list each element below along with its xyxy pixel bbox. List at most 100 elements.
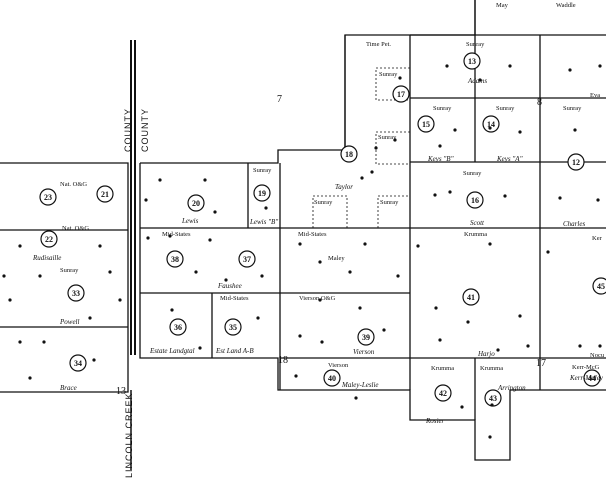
well-dot-icon: [433, 193, 437, 197]
lease-circle: [583, 369, 601, 387]
lease-number: 39: [362, 333, 370, 342]
well-dot-icon: [198, 346, 202, 350]
lease-number: 13: [468, 57, 476, 66]
well-dot-icon: [146, 236, 150, 240]
operator-label: Sunray: [496, 105, 515, 112]
well-dot-icon: [318, 298, 322, 302]
well-dot-icon: [88, 316, 92, 320]
operator-label: Krumma: [431, 365, 454, 372]
operator-label: Mid-States: [162, 231, 191, 238]
well-dot-icon: [194, 270, 198, 274]
operator-labels: Time Pet. Sunray Sunray Sunray Sunray Su…: [60, 2, 605, 372]
lease-number: 41: [467, 293, 475, 302]
operator-label: Sunray: [60, 267, 79, 274]
well-dot-icon: [98, 244, 102, 248]
lease-number: 40: [328, 374, 336, 383]
lease-number: 42: [439, 389, 447, 398]
operator-label: Mid-States: [298, 231, 327, 238]
operator-label: Waddle: [556, 2, 576, 9]
lease-number: 36: [174, 323, 182, 332]
lease-circle: [340, 145, 358, 163]
lease-number: 23: [44, 193, 52, 202]
well-dot-icon: [170, 308, 174, 312]
lease-circle: [434, 384, 452, 402]
lease-name: Rudisaille: [32, 254, 61, 262]
well-dot-icon: [490, 403, 494, 407]
lease-number: 16: [471, 196, 479, 205]
well-dot-icon: [396, 274, 400, 278]
well-dot-icon: [354, 396, 358, 400]
lease-name: Harjo: [477, 350, 495, 358]
well-dot-icon: [598, 64, 602, 68]
well-dot-icon: [298, 242, 302, 246]
well-dot-icon: [374, 146, 378, 150]
lease-circle: [567, 153, 585, 171]
well-dot-icon: [2, 274, 6, 278]
well-dot-icon: [264, 206, 268, 210]
section-number-7: 7: [277, 94, 282, 105]
operator-label: Vierson: [328, 362, 349, 369]
lease-circle: [40, 230, 58, 248]
central-bottom-outline: [139, 163, 606, 461]
well-dot-icon: [318, 260, 322, 264]
well-dot-icon: [370, 170, 374, 174]
well-dot-icon: [38, 274, 42, 278]
well-dot-icon: [448, 190, 452, 194]
well-dot-icon: [393, 138, 397, 142]
operator-label: Krumma: [480, 365, 503, 372]
lease-name: Estate Landgtal: [149, 347, 195, 355]
well-dot-icon: [42, 340, 46, 344]
lease-circle: [323, 369, 341, 387]
lease-name: Est Land A-B: [215, 347, 254, 355]
lease-number: 21: [101, 190, 109, 199]
well-symbols: [2, 64, 602, 439]
well-dot-icon: [92, 358, 96, 362]
well-dot-icon: [108, 270, 112, 274]
lease-circle: [463, 52, 481, 70]
section-number-13: 13: [116, 386, 126, 397]
lease-name: Powell: [59, 318, 79, 326]
well-dot-icon: [466, 320, 470, 324]
lease-circle: [592, 277, 606, 295]
lease-name: Rosier: [425, 417, 445, 425]
well-dot-icon: [438, 338, 442, 342]
lease-circle: [96, 185, 114, 203]
well-dot-icon: [18, 340, 22, 344]
well-dot-icon: [573, 128, 577, 132]
lease-number: 18: [345, 150, 353, 159]
well-dot-icon: [360, 176, 364, 180]
lease-circle: [357, 328, 375, 346]
lease-name: Scott: [470, 219, 485, 227]
well-dot-icon: [434, 306, 438, 310]
well-dot-icon: [526, 344, 530, 348]
operator-label: Nat. O&G: [62, 225, 89, 232]
well-dot-icon: [398, 76, 402, 80]
well-dot-icon: [18, 244, 22, 248]
well-dot-icon: [144, 198, 148, 202]
operator-label: Maley: [328, 255, 345, 262]
lease-name: Kerr-Maley: [569, 374, 604, 382]
well-dot-icon: [213, 210, 217, 214]
lease-name: Brace: [60, 384, 77, 392]
lease-circle: [187, 194, 205, 212]
well-dot-icon: [488, 126, 492, 130]
lease-number: 35: [229, 323, 237, 332]
operator-label: Sunray: [563, 105, 582, 112]
operator-label: Sunray: [433, 105, 452, 112]
lease-name: Maley-Leslie: [341, 381, 379, 389]
county-label-lower: LINCOLN CREEK: [124, 392, 134, 478]
well-dot-icon: [363, 242, 367, 246]
well-dot-icon: [224, 278, 228, 282]
well-dot-icon: [453, 128, 457, 132]
lease-number: 14: [487, 120, 495, 129]
lease-circle: [462, 288, 480, 306]
lease-name: Faushee: [217, 282, 242, 290]
operator-label: Nocu: [590, 352, 605, 359]
well-dot-icon: [445, 64, 449, 68]
lease-number: 15: [422, 120, 430, 129]
well-dot-icon: [518, 314, 522, 318]
well-dot-icon: [503, 194, 507, 198]
lease-circle: [392, 85, 410, 103]
